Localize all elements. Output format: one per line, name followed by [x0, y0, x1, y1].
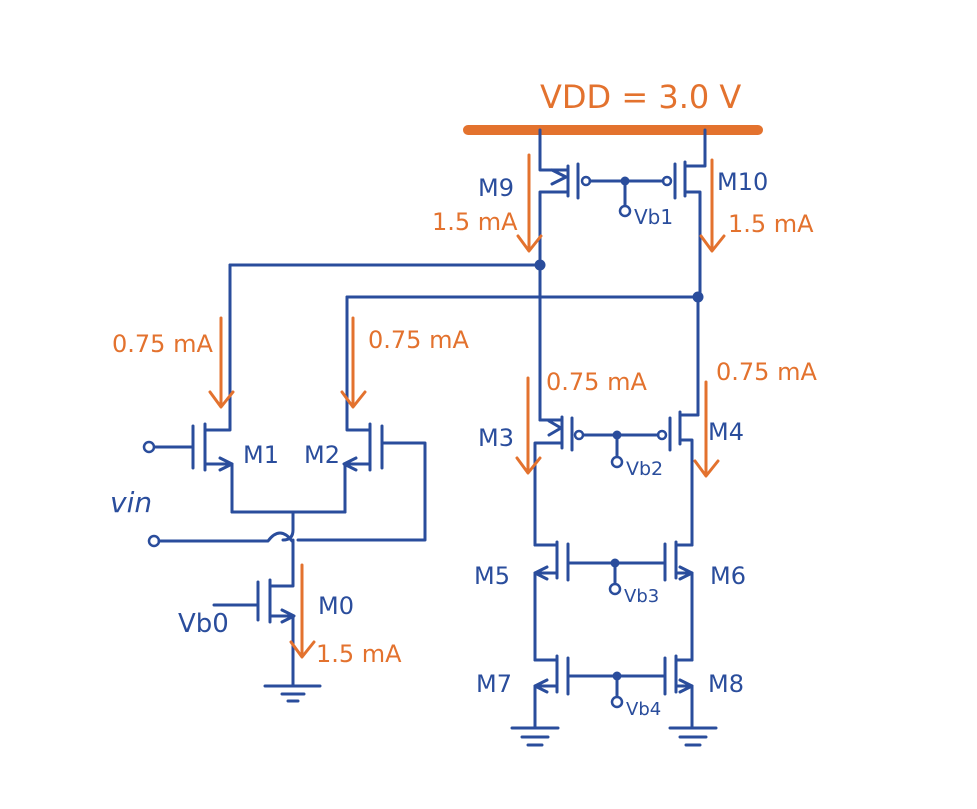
m10-current: 1.5 mA — [728, 210, 814, 238]
transistor-m4 — [656, 410, 700, 547]
m10-label: M10 — [717, 168, 768, 196]
m1-label: M1 — [243, 441, 279, 469]
vb3-terminal[interactable] — [608, 582, 622, 596]
ground-symbol-m0 — [263, 684, 322, 703]
vin-wire — [157, 531, 294, 543]
tail-crossover — [281, 510, 295, 542]
m3-current-arrow — [515, 376, 542, 475]
m4-current: 0.75 mA — [716, 358, 817, 386]
m0-current: 1.5 mA — [316, 640, 402, 668]
transistor-m5 — [533, 540, 570, 662]
m7-label: M7 — [476, 670, 512, 698]
transistor-m6 — [663, 540, 694, 662]
m10-current-arrow — [699, 158, 726, 253]
vb1-terminal[interactable] — [618, 204, 632, 218]
m9-label: M9 — [478, 174, 514, 202]
m4-label: M4 — [708, 418, 744, 446]
m0-label: M0 — [318, 592, 354, 620]
transistor-m7 — [533, 654, 570, 730]
m6-label: M6 — [710, 562, 746, 590]
m1-current-arrow — [208, 316, 235, 409]
vb4-terminal[interactable] — [610, 695, 624, 709]
m8-label: M8 — [708, 670, 744, 698]
vb2-terminal[interactable] — [610, 455, 624, 469]
m0-current-arrow — [289, 563, 316, 659]
vb1-label: Vb1 — [634, 205, 673, 229]
transistor-m9 — [538, 128, 592, 267]
vin-label: vin — [110, 486, 152, 519]
vb3-label: Vb3 — [624, 586, 659, 607]
m1-gate-terminal[interactable] — [142, 440, 156, 454]
transistor-m8 — [663, 654, 694, 730]
transistor-m10 — [661, 128, 707, 297]
m9-current: 1.5 mA — [432, 208, 518, 236]
ground-symbol-right — [668, 726, 718, 747]
vb4-label: Vb4 — [626, 699, 661, 720]
vb0-label: Vb0 — [178, 609, 229, 639]
m5-label: M5 — [474, 562, 510, 590]
transistor-m0 — [212, 538, 296, 688]
vdd-label: VDD = 3.0 V — [540, 78, 741, 116]
ground-symbol-left — [510, 726, 560, 747]
m2-current-arrow — [340, 316, 367, 409]
m2-label: M2 — [304, 441, 340, 469]
m2-current: 0.75 mA — [368, 326, 469, 354]
m1-current: 0.75 mA — [112, 330, 213, 358]
transistor-m1 — [148, 263, 234, 514]
m9-current-arrow — [516, 153, 543, 253]
vb2-label: Vb2 — [626, 458, 663, 480]
transistor-m3 — [533, 415, 585, 547]
m4-current-arrow — [693, 380, 720, 478]
m3-label: M3 — [478, 424, 514, 452]
transistor-m2 — [296, 295, 427, 542]
m3-current: 0.75 mA — [546, 368, 647, 396]
